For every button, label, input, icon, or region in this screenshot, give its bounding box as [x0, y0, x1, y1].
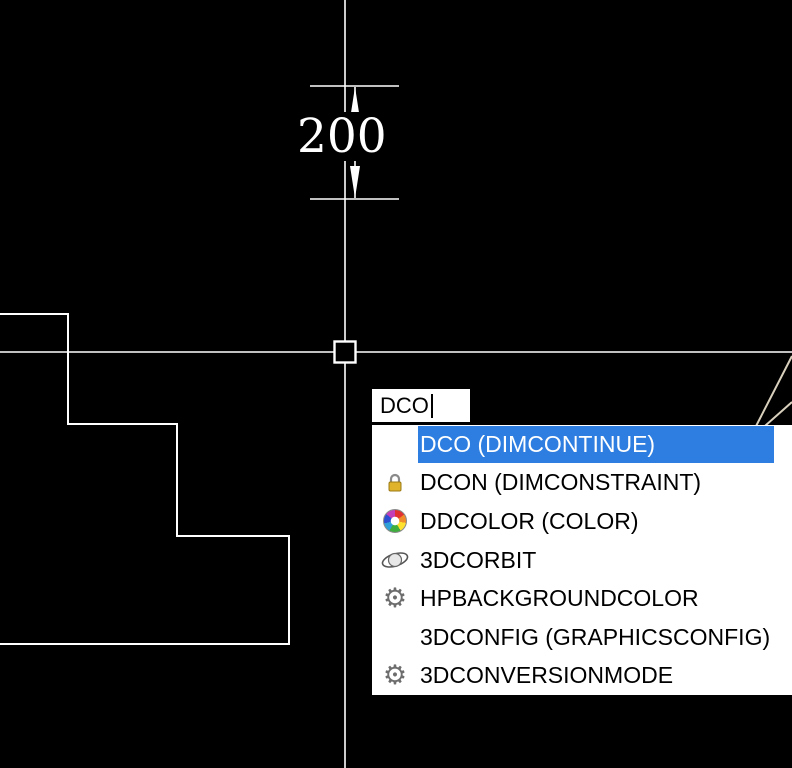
leader-line-1: [752, 355, 792, 433]
command-input-value: DCO: [380, 392, 429, 418]
autocomplete-item-label: DCO (DIMCONTINUE): [420, 430, 656, 457]
dimension-arrow-up: [350, 87, 360, 119]
autocomplete-item-label: DCON (DIMCONSTRAINT): [420, 469, 702, 496]
autocomplete-item-label: 3DCORBIT: [420, 546, 537, 573]
color-wheel-icon: [383, 509, 407, 534]
autocomplete-item[interactable]: ⚙ 3DCONVERSIONMODE: [372, 656, 792, 695]
autocomplete-item[interactable]: DCON (DIMCONSTRAINT): [372, 464, 792, 503]
stair-polyline: [0, 313, 290, 645]
autocomplete-item-label: HPBACKGROUNDCOLOR: [420, 585, 699, 612]
text-caret-icon: [430, 393, 433, 418]
dimension-text: 200: [292, 112, 392, 161]
autocomplete-item-label: 3DCONFIG (GRAPHICSCONFIG): [420, 623, 771, 650]
autocomplete-item[interactable]: DCO (DIMCONTINUE): [372, 425, 792, 464]
gear-icon: ⚙: [382, 583, 408, 615]
autocomplete-item-label: 3DCONVERSIONMODE: [420, 662, 674, 689]
autocomplete-list: DCO (DIMCONTINUE) DCON (DIMCONSTRAINT) D…: [372, 425, 792, 695]
lock-icon: [388, 473, 402, 492]
command-input[interactable]: DCO: [372, 389, 470, 422]
autocomplete-item[interactable]: ⚙ HPBACKGROUNDCOLOR: [372, 579, 792, 618]
gear-icon: ⚙: [382, 660, 408, 692]
autocomplete-item[interactable]: 3DCORBIT: [372, 541, 792, 580]
dimension-arrow-down: [350, 166, 360, 198]
icon-cell: [372, 425, 418, 464]
autocomplete-item-label: DDCOLOR (COLOR): [420, 507, 639, 534]
autocomplete-item[interactable]: DDCOLOR (COLOR): [372, 502, 792, 541]
orbit-icon: [381, 552, 409, 568]
autocomplete-item[interactable]: 3DCONFIG (GRAPHICSCONFIG): [372, 618, 792, 657]
pickbox[interactable]: [333, 340, 357, 364]
